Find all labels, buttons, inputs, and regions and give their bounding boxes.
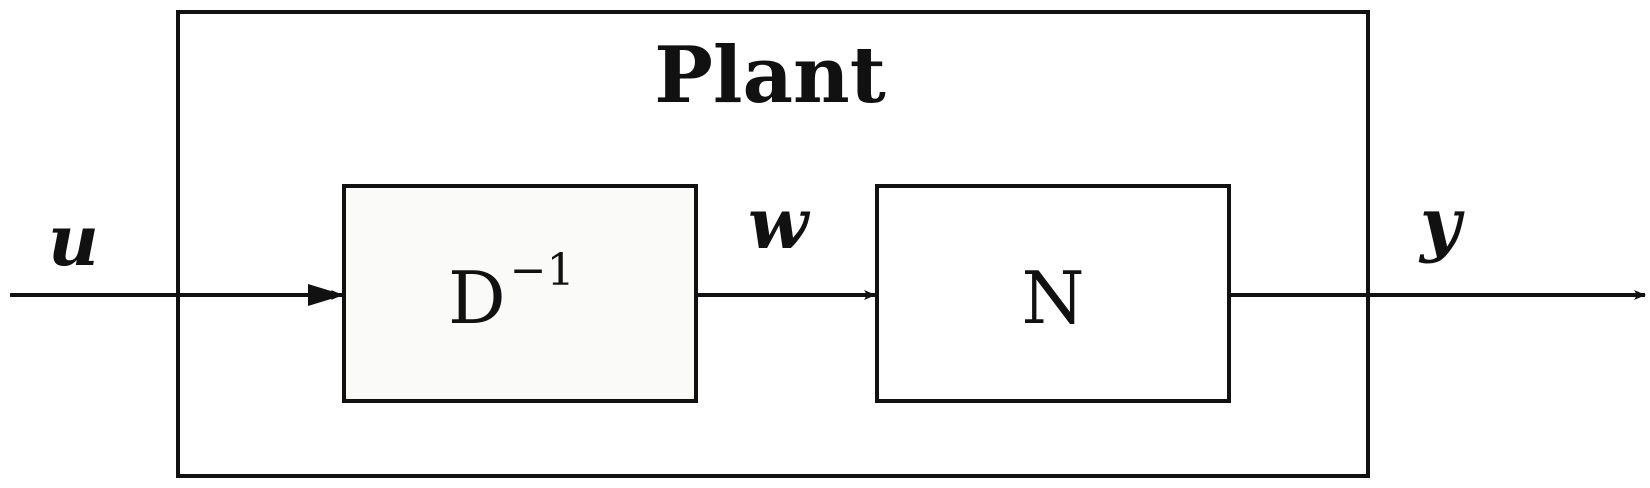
signal-u-label: u [48, 199, 99, 282]
d-inverse-label: D−1 [448, 245, 575, 340]
signal-y-label: y [1418, 182, 1465, 265]
d-inverse-block [342, 184, 698, 403]
d-inverse-superscript: −1 [510, 245, 575, 296]
plant-box [176, 10, 1370, 478]
n-label: N [1022, 256, 1085, 340]
n-block [875, 184, 1231, 403]
d-inverse-base: D [448, 256, 506, 340]
input-arrow-head [308, 284, 344, 306]
signal-w-label: w [748, 182, 811, 265]
plant-title: Plant [654, 30, 886, 121]
